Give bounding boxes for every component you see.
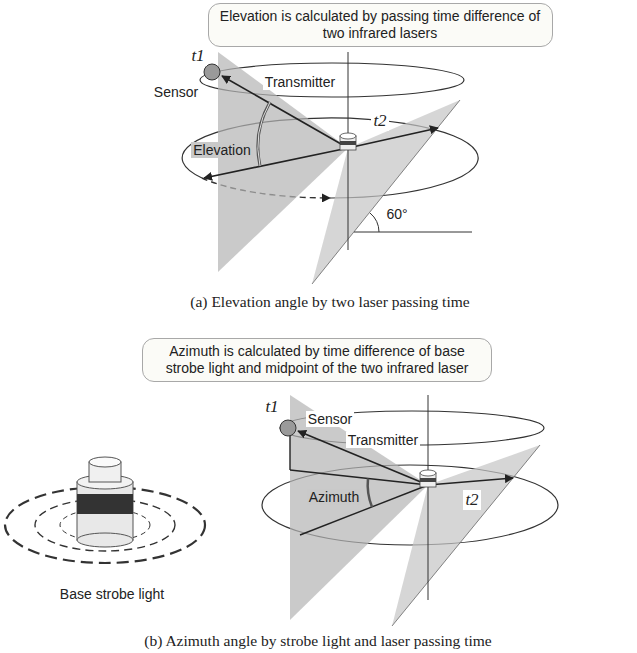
time-label: t2	[463, 490, 480, 510]
transmitter-icon	[420, 470, 436, 487]
note-box: Elevation is calculated by passing time …	[208, 3, 553, 47]
angle-label: Elevation	[191, 142, 253, 158]
transmitter-icon	[340, 133, 356, 150]
part-label: Transmitter	[263, 74, 337, 90]
part-label: Transmitter	[346, 432, 420, 448]
note-text: Azimuth is calculated by time difference…	[153, 343, 481, 377]
sensor-dot	[280, 420, 296, 436]
angle-label: Azimuth	[307, 489, 362, 505]
part-label: Sensor	[152, 84, 200, 100]
part-label: Base strobe light	[58, 586, 166, 602]
note-text: Elevation is calculated by passing time …	[219, 8, 542, 42]
strobe-figure	[5, 457, 205, 563]
sensor-dot	[204, 64, 220, 80]
note-box: Azimuth is calculated by time difference…	[142, 338, 492, 382]
part-label: Sensor	[306, 411, 354, 427]
sub-caption: (a) Elevation angle by two laser passing…	[188, 293, 471, 311]
time-label: t1	[263, 397, 280, 417]
time-label: t2	[371, 111, 388, 131]
azimuth-figure	[262, 395, 558, 626]
angle-label: 60°	[384, 206, 409, 222]
sub-caption: (b) Azimuth angle by strobe light and la…	[142, 632, 493, 650]
time-label: t1	[189, 46, 206, 66]
elevation-figure	[182, 52, 478, 284]
